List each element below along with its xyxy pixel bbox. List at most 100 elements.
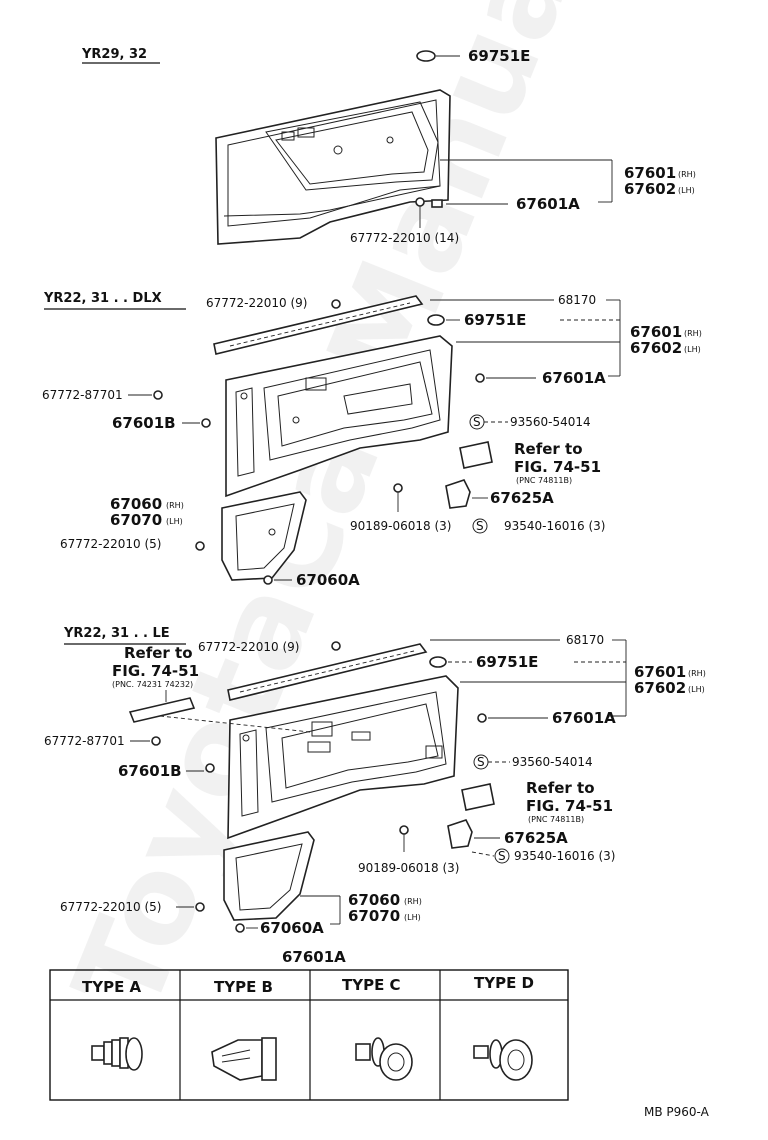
label-pnc: (PNC 74811B) [516, 476, 572, 485]
label-rh: (RH) [166, 501, 184, 510]
label-screw-87701: 67772-87701 [44, 734, 125, 748]
label-67060a: 67060A [260, 919, 324, 937]
label-fig: FIG. 74-51 [514, 458, 601, 476]
label-lh: (LH) [678, 186, 695, 195]
label-67602: 67602 [624, 180, 676, 198]
label-67060a: 67060A [296, 571, 360, 589]
switch-icon [281, 131, 295, 141]
s-mark: S [477, 755, 485, 769]
switch-icon [305, 377, 327, 391]
label-67625a: 67625A [490, 489, 554, 507]
label-67060: 67060 [348, 891, 400, 909]
clip-types-table: 67601A TYPE A TYPE B TYPE C TYPE D [49, 948, 569, 1101]
label-67070: 67070 [348, 907, 400, 925]
clip-icon [205, 763, 215, 773]
screw-icon [195, 902, 205, 912]
section-yr29-32: YR29, 32 69751E 67601 (RH) 67602 (LH) [81, 47, 696, 245]
handle-cup [459, 441, 493, 469]
clip-icon [235, 923, 245, 933]
label-69751e: 69751E [468, 47, 530, 65]
speaker-icon [425, 745, 443, 759]
s-mark-icon [472, 518, 488, 534]
label-67625a: 67625A [504, 829, 568, 847]
clip-icon [427, 314, 445, 326]
switch-icon [351, 731, 371, 741]
label-screw-9: 67772-22010 (9) [206, 296, 308, 310]
label-pnc: (PNC. 74231 74232) [112, 680, 193, 689]
door-trim-board [159, 675, 459, 840]
label-67601a: 67601A [552, 709, 616, 727]
clip-icon [416, 50, 436, 62]
label-rh: (RH) [404, 897, 422, 906]
section-title: YR22, 31 . . DLX [43, 291, 162, 306]
screw-icon [399, 825, 409, 835]
label-93540: 93540-16016 (3) [504, 519, 606, 533]
label-67601: 67601 [634, 663, 686, 681]
switch-icon [297, 127, 315, 138]
section-title: YR22, 31 . . LE [63, 626, 170, 641]
label-rh: (RH) [688, 669, 706, 678]
label-67601b: 67601B [112, 414, 176, 432]
switch-icon [311, 721, 333, 737]
label-67601: 67601 [630, 323, 682, 341]
s-mark: S [476, 519, 484, 533]
handle-cup [461, 783, 495, 811]
type-a-clip-icon [91, 1037, 143, 1071]
type-d-clip-icon [473, 1039, 533, 1081]
bracket-icon [445, 479, 471, 509]
label-93540: 93540-16016 (3) [514, 849, 616, 863]
label-69751e: 69751E [476, 653, 538, 671]
label-67070: 67070 [110, 511, 162, 529]
switch-panel-icon [128, 697, 196, 723]
screw-icon [393, 483, 403, 493]
section-yr22-31-le: YR22, 31 . . LE 67772-22010 (9) 68170 Re… [44, 626, 706, 937]
clip-icon [429, 656, 447, 668]
switch-icon [307, 741, 331, 753]
label-68170: 68170 [558, 293, 596, 307]
label-pnc: (PNC 74811B) [528, 815, 584, 824]
label-lh: (LH) [688, 685, 705, 694]
table-title: 67601A [282, 948, 346, 966]
screw-icon [151, 736, 161, 746]
type-c-header: TYPE C [342, 976, 401, 994]
clip-icon [477, 713, 487, 723]
type-b-clip-icon [211, 1037, 277, 1081]
label-93560: 93560-54014 [512, 755, 593, 769]
label-67601a: 67601A [516, 195, 580, 213]
type-d-header: TYPE D [474, 974, 534, 992]
door-pocket [221, 491, 307, 581]
label-90189: 90189-06018 (3) [350, 519, 452, 533]
label-67601a: 67601A [542, 369, 606, 387]
label-67601b: 67601B [118, 762, 182, 780]
weatherstrip [227, 643, 428, 701]
label-67601: 67601 [624, 164, 676, 182]
label-fig: FIG. 74-51 [526, 797, 613, 815]
label-lh: (LH) [166, 517, 183, 526]
label-screw-87701: 67772-87701 [42, 388, 123, 402]
screw-icon [331, 641, 341, 651]
bracket-icon [447, 819, 473, 849]
section-yr22-31-dlx: YR22, 31 . . DLX 67772-22010 (9) 68170 6… [42, 291, 702, 589]
label-67060: 67060 [110, 495, 162, 513]
type-a-header: TYPE A [82, 978, 142, 996]
figure-code: MB P960-A [644, 1105, 710, 1119]
label-68170: 68170 [566, 633, 604, 647]
clip-icon [263, 575, 273, 585]
door-trim-board [225, 335, 453, 498]
label-screw: 67772-22010 (14) [350, 231, 459, 245]
weatherstrip [213, 295, 424, 355]
s-mark: S [498, 849, 506, 863]
label-refer-to: Refer to [124, 644, 193, 662]
label-lh: (LH) [684, 345, 701, 354]
screw-icon [331, 299, 341, 309]
label-screw-9: 67772-22010 (9) [198, 640, 300, 654]
type-c-clip-icon [355, 1037, 413, 1081]
label-screw-5: 67772-22010 (5) [60, 537, 162, 551]
label-refer-to: Refer to [514, 440, 583, 458]
label-rh: (RH) [684, 329, 702, 338]
label-fig: FIG. 74-51 [112, 662, 199, 680]
screw-icon [195, 541, 205, 551]
clip-icon [201, 418, 211, 428]
label-refer-to: Refer to [526, 779, 595, 797]
